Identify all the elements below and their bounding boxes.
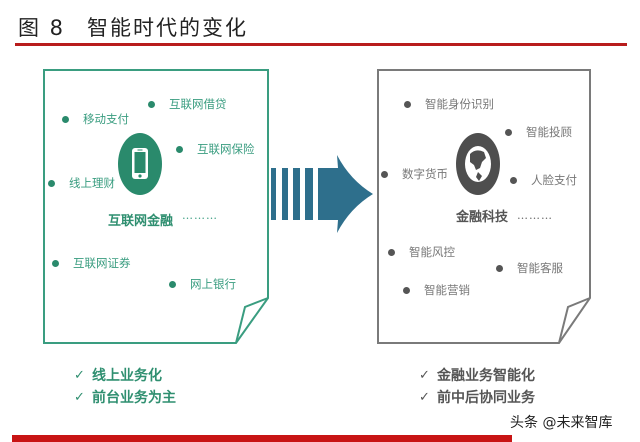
bullet-icon xyxy=(381,170,388,178)
check-row: ✓前台业务为主 xyxy=(74,387,176,409)
left-paper-frame xyxy=(43,69,269,344)
smartphone-icon xyxy=(118,133,162,195)
list-item: 互联网保险 xyxy=(176,141,255,157)
bullet-icon xyxy=(404,100,411,108)
bullet-icon xyxy=(176,145,183,153)
bottom-divider xyxy=(12,435,512,442)
left-summary-checklist: ✓线上业务化 ✓前台业务为主 xyxy=(74,365,176,409)
ellipsis: ……… xyxy=(517,209,553,222)
check-icon: ✓ xyxy=(74,390,85,405)
list-item: 智能客服 xyxy=(496,260,563,276)
list-item: 人脸支付 xyxy=(510,172,577,188)
list-item: 线上理财 xyxy=(48,175,115,191)
bullet-icon xyxy=(403,286,410,294)
bullet-icon xyxy=(388,248,395,256)
ellipsis: ……… xyxy=(182,209,218,222)
check-row: ✓金融业务智能化 xyxy=(419,365,535,387)
bullet-icon xyxy=(52,259,59,267)
figure-caption: 智能时代的变化 xyxy=(87,16,249,40)
bullet-icon xyxy=(496,264,503,272)
bullet-icon xyxy=(148,100,155,108)
top-divider xyxy=(15,43,627,46)
check-icon: ✓ xyxy=(419,390,430,405)
list-item: 智能投顾 xyxy=(505,124,572,140)
figure-number: 图 8 xyxy=(18,16,66,40)
check-row: ✓线上业务化 xyxy=(74,365,176,387)
check-row: ✓前中后协同业务 xyxy=(419,387,535,409)
bullet-icon xyxy=(169,280,176,288)
center-label-internet-finance: 互联网金融 xyxy=(108,214,174,229)
list-item: 互联网借贷 xyxy=(148,96,227,112)
figure-title: 图 8 智能时代的变化 xyxy=(18,12,248,42)
list-item: 智能身份识别 xyxy=(404,96,494,112)
list-item: 互联网证券 xyxy=(52,255,131,271)
bullet-icon xyxy=(48,179,55,187)
list-item: 数字货币 xyxy=(381,166,448,182)
arrow-right-icon xyxy=(271,155,373,233)
check-icon: ✓ xyxy=(74,368,85,383)
right-paper-frame xyxy=(377,69,591,344)
list-item: 网上银行 xyxy=(169,276,236,292)
list-item: 智能风控 xyxy=(388,244,455,260)
list-item: 智能营销 xyxy=(403,282,470,298)
check-icon: ✓ xyxy=(419,368,430,383)
globe-icon xyxy=(456,133,500,195)
center-label-fintech: 金融科技 xyxy=(456,210,509,225)
bullet-icon xyxy=(62,115,69,123)
bullet-icon xyxy=(505,128,512,136)
right-summary-checklist: ✓金融业务智能化 ✓前中后协同业务 xyxy=(419,365,535,409)
watermark: 头条 @未来智库 xyxy=(510,415,613,431)
list-item: 移动支付 xyxy=(62,111,129,127)
bullet-icon xyxy=(510,176,517,184)
